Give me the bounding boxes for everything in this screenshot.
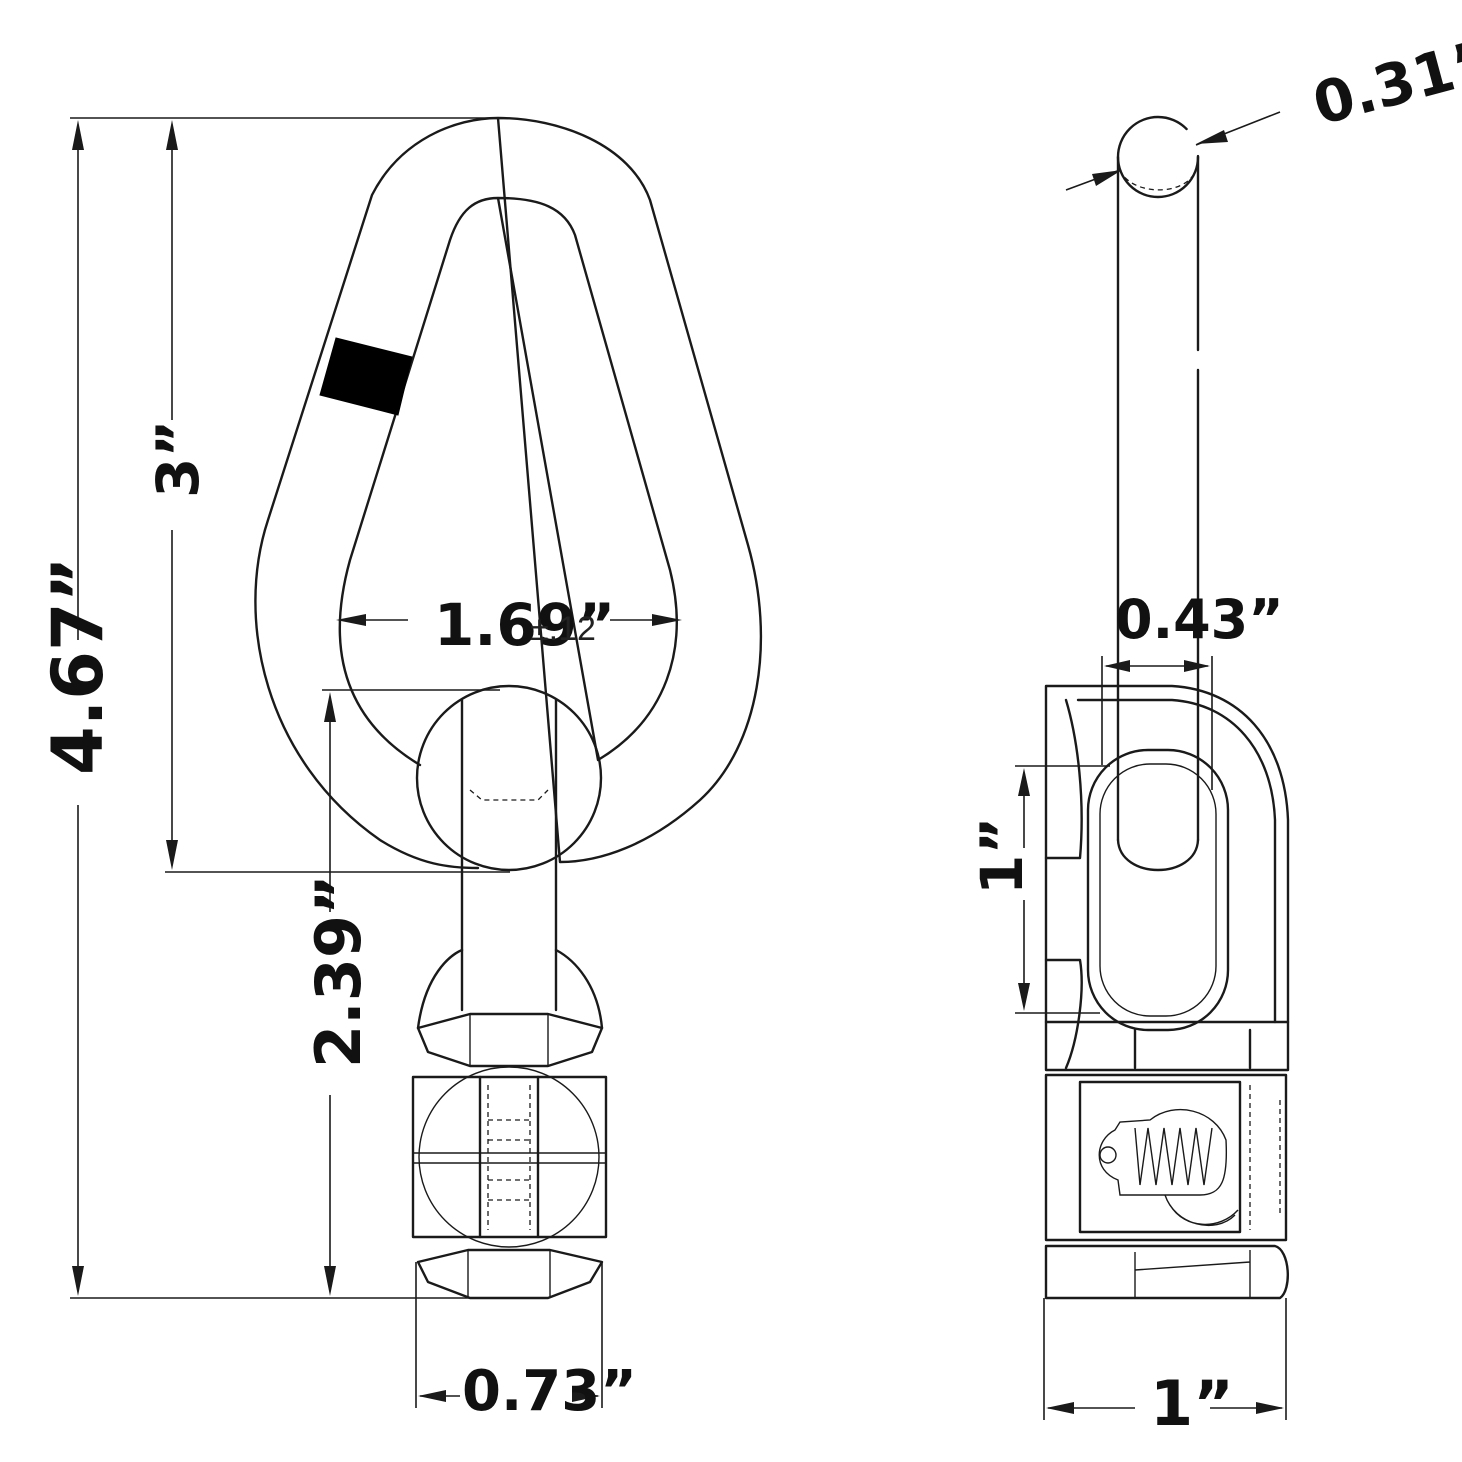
side-opening-label: 1” (968, 817, 1036, 895)
overall-length-label: 4.67” (37, 556, 119, 775)
dim-swivel-width: 0.73” (415, 1262, 637, 1424)
dim-wire-diameter: 0.31” (1065, 26, 1462, 191)
inner-width-label: 1.69” (434, 591, 615, 659)
wire-diameter-label: 0.31” (1306, 26, 1462, 139)
dim-inner-length: 3” (144, 120, 510, 873)
hex-nut-front (416, 1012, 604, 1068)
housing-slot-upper (1044, 698, 1083, 860)
bolt-head (416, 1248, 604, 1300)
inner-width-tolerance: ±.12 (530, 610, 596, 648)
housing-slot-lower (1044, 958, 1083, 1070)
dim-inner-width: 1.69” ±.12 (336, 591, 682, 659)
wire-cross-dash (1119, 169, 1197, 191)
swivel-lower-ball (416, 948, 604, 1030)
bolt-block-inner (478, 1075, 540, 1239)
spring-block-right (1249, 1085, 1281, 1230)
bolt-ball-hidden (418, 1066, 600, 1248)
spring-housing (1098, 1108, 1228, 1196)
spring-pivot (1099, 1146, 1117, 1164)
inner-length-label: 3” (144, 420, 212, 498)
ring-outer (254, 116, 763, 870)
wire-cross-section (1116, 115, 1200, 199)
housing-inner-wall (1076, 698, 1277, 1024)
bottom-plate-lines (1134, 1250, 1251, 1298)
spring-block-inner (1078, 1080, 1242, 1234)
spring-coil (1134, 1127, 1213, 1186)
dim-side-gap: 0.43” (1101, 588, 1284, 790)
dim-side-opening: 1” (968, 765, 1110, 1014)
housing-lower-band (1044, 1020, 1290, 1070)
ring-side-bottom (1116, 838, 1200, 872)
hex-nut-front-lines (417, 1014, 603, 1066)
dim-overall-length: 4.67” (37, 117, 500, 1299)
oval-window-outer (1086, 748, 1230, 1032)
side-gap-label: 0.43” (1115, 588, 1284, 651)
ring-inner (338, 196, 678, 767)
swivel-length-label: 2.39” (302, 874, 375, 1068)
side-view: 0.31” 0.43” (968, 26, 1462, 1440)
dim-side-width: 1” (1043, 1298, 1287, 1440)
front-view: 4.67” 3” 1.69” ±.12 2.39” (37, 116, 763, 1424)
ring-side-profile (1116, 155, 1200, 842)
spring-latch (1164, 1194, 1239, 1227)
bolt-head-lines (467, 1250, 551, 1298)
oval-window-inner (1099, 763, 1217, 1017)
bolt-block-crossline (413, 1152, 606, 1164)
bolt-block (411, 1075, 608, 1239)
dim-swivel-length: 2.39” (302, 689, 500, 1296)
bolt-threads (487, 1085, 531, 1230)
swivel-shank (460, 698, 558, 1012)
ring-marker-band (319, 337, 413, 416)
swivel-shank-dash (469, 789, 549, 801)
bottom-plate (1044, 1244, 1289, 1300)
swivel-ball (415, 684, 603, 872)
spring-block-outer (1044, 1073, 1288, 1242)
swivel-width-label: 0.73” (462, 1359, 637, 1424)
housing-outline (1044, 684, 1290, 1072)
side-width-label: 1” (1150, 1367, 1234, 1440)
